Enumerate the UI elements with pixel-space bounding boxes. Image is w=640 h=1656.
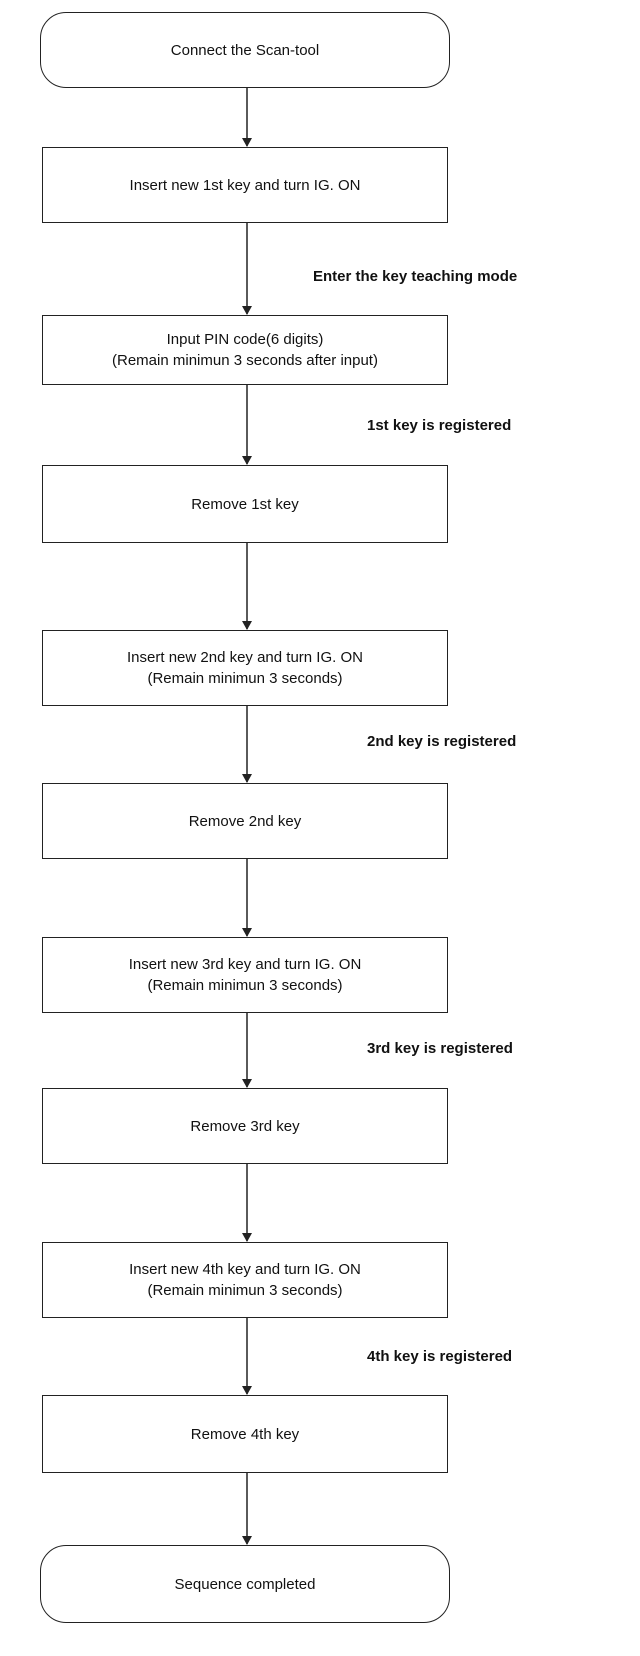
node-remove-key-4: Remove 4th key: [42, 1395, 448, 1473]
node-remove-key-2: Remove 2nd key: [42, 783, 448, 859]
node-text: Insert new 3rd key and turn IG. ON: [128, 956, 362, 973]
node-text: (Remain minimun 3 seconds): [147, 1282, 343, 1299]
node-text: Remove 3rd key: [190, 1117, 300, 1135]
node-text: (Remain minimun 3 seconds): [147, 670, 343, 687]
node-insert-key-2: Insert new 2nd key and turn IG. ON (Remai…: [42, 630, 448, 706]
edge-label: 4th key is registered: [367, 1348, 513, 1365]
node-remove-key-1: Remove 1st key: [42, 465, 448, 543]
edge-label: 3rd key is registered: [367, 1040, 513, 1057]
node-insert-key-4: Insert new 4th key and turn IG. ON (Remai…: [42, 1242, 448, 1318]
node-insert-key-1: Insert new 1st key and turn IG. ON: [42, 147, 448, 223]
node-insert-key-3: Insert new 3rd key and turn IG. ON (Remai…: [42, 937, 448, 1013]
node-text: Remove 2nd key: [188, 812, 302, 830]
node-text: Connect the Scan-tool: [170, 41, 320, 59]
edge-label: 2nd key is registered: [367, 733, 517, 750]
node-text: Insert new 2nd key and turn IG. ON: [127, 649, 363, 666]
edge-label: 1st key is registered: [367, 417, 512, 434]
node-text: Remove 4th key: [190, 1425, 300, 1443]
node-remove-key-3: Remove 3rd key: [42, 1088, 448, 1164]
node-text: (Remain minimun 3 seconds after input): [112, 352, 378, 369]
node-input-pin: Input PIN code(6 digits) (Remain minimun …: [42, 315, 448, 385]
node-start: Connect the Scan-tool: [40, 12, 450, 88]
node-end: Sequence completed: [40, 1545, 450, 1623]
node-text: Insert new 4th key and turn IG. ON: [129, 1261, 361, 1278]
node-text: Remove 1st key: [191, 495, 299, 513]
edge-label: Enter the key teaching mode: [313, 268, 518, 285]
node-text: (Remain minimun 3 seconds): [147, 977, 343, 994]
node-text: Sequence completed: [174, 1575, 316, 1593]
node-text: Input PIN code(6 digits): [166, 331, 324, 348]
node-text: Insert new 1st key and turn IG. ON: [129, 176, 361, 194]
